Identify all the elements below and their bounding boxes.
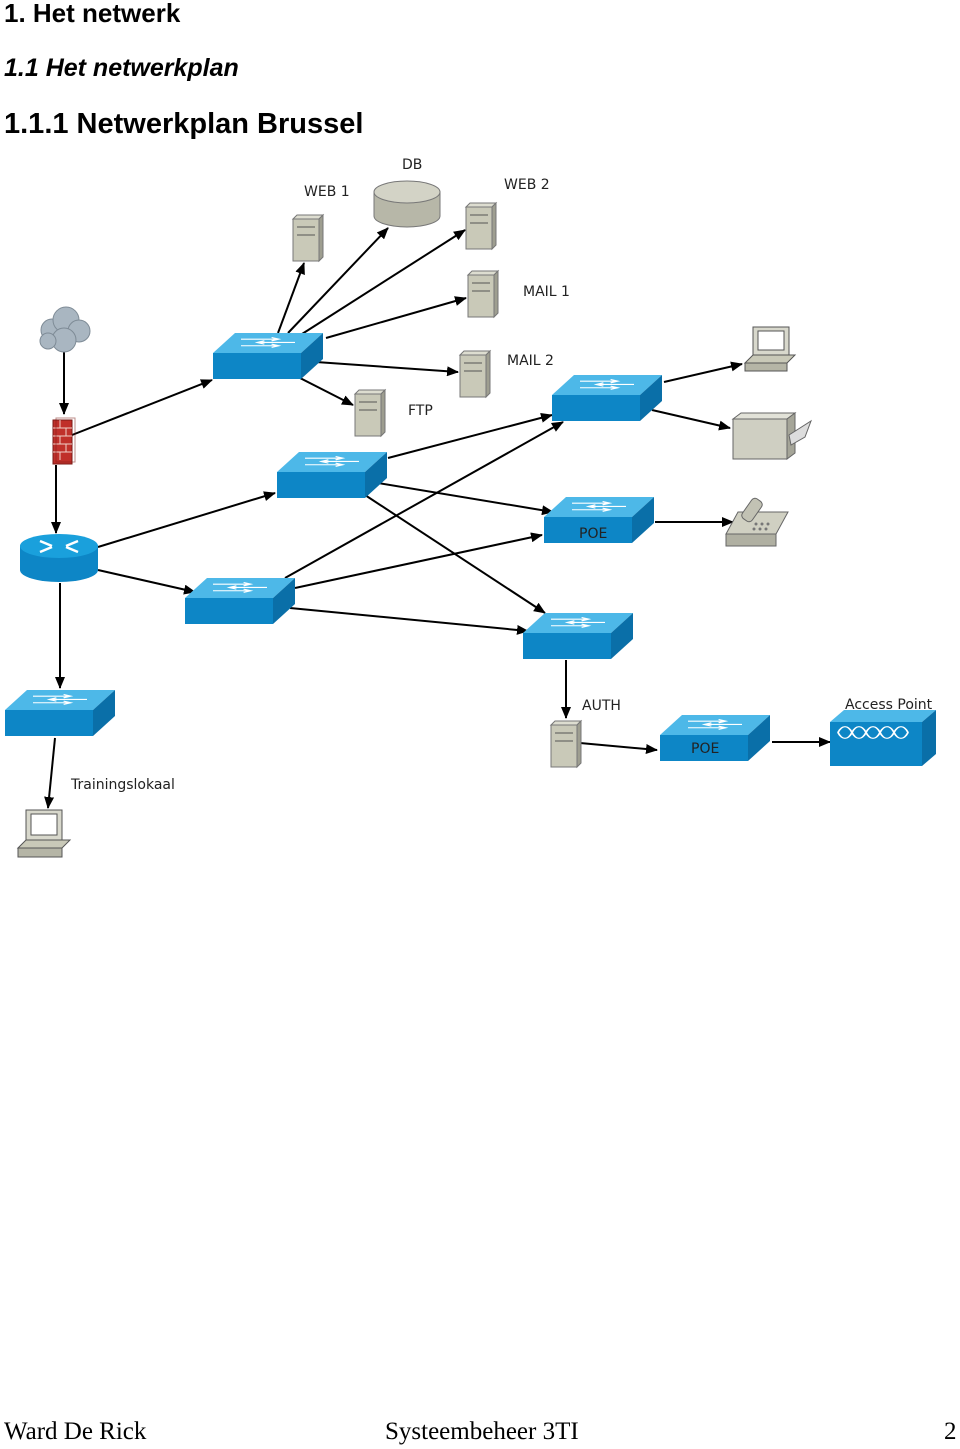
switch-training-icon: [5, 690, 115, 736]
server-mail1-icon: [466, 269, 500, 319]
label-access-point: Access Point: [845, 697, 933, 713]
switch-mid-icon: [277, 452, 387, 498]
label-ftp: FTP: [408, 403, 433, 419]
label-db: DB: [402, 157, 422, 173]
server-ftp-icon: [353, 388, 387, 438]
link-mid-switch-right: [387, 412, 553, 459]
firewall-icon: [52, 417, 76, 465]
printer-icon: [731, 412, 812, 460]
heading-3: 1.1.1 Netwerkplan Brussel: [4, 108, 364, 140]
link-low-switch-poe: [294, 532, 543, 589]
database-icon: [373, 180, 441, 228]
link-low-switch-right: [284, 421, 564, 579]
link-mid-switch-poe: [377, 482, 554, 516]
switch-auth-icon: [523, 613, 633, 659]
connections: [44, 227, 831, 809]
workstation-icon: [743, 326, 797, 372]
switch-poe2-icon: [660, 715, 770, 761]
switch-poe-icon: [544, 497, 654, 543]
footer-page-number: 2: [944, 1418, 957, 1445]
link-switch-web1: [277, 262, 305, 334]
footer-author: Ward De Rick: [4, 1418, 147, 1445]
server-auth-icon: [549, 719, 583, 769]
access-point-icon: [830, 710, 936, 766]
internet-cloud-icon: [39, 306, 91, 353]
network-diagram: WEB 1 DB WEB 2 MAIL 1 MAIL 2 FTP POE POE…: [5, 157, 936, 858]
link-training-switch-pc: [44, 737, 56, 809]
footer-course: Systeembeheer 3TI: [385, 1418, 579, 1445]
label-web1: WEB 1: [304, 184, 350, 200]
link-switch-mail2: [315, 361, 459, 377]
label-mail1: MAIL 1: [523, 284, 570, 300]
link-low-switch-auth-switch: [289, 607, 529, 635]
switch-right-icon: [552, 375, 662, 421]
label-auth: AUTH: [582, 698, 621, 714]
label-poe: POE: [579, 526, 607, 542]
link-router-switch-mid: [97, 491, 276, 548]
link-right-switch-printer: [651, 409, 731, 431]
label-trainingslokaal: Trainingslokaal: [70, 777, 175, 793]
link-switch-web2: [301, 229, 466, 335]
server-web2-icon: [464, 201, 498, 251]
link-switch-mail1: [325, 296, 467, 339]
link-auth-poe2: [579, 742, 658, 754]
router-icon: [20, 534, 98, 582]
ip-phone-icon: [725, 497, 789, 547]
switch-low-icon: [185, 578, 295, 624]
label-web2: WEB 2: [504, 177, 550, 193]
heading-2: 1.1 Het netwerkplan: [4, 54, 239, 82]
training-pc-icon: [16, 809, 72, 858]
link-router-switch-low: [97, 569, 196, 595]
server-mail2-icon: [458, 349, 492, 399]
label-poe-2: POE: [691, 741, 719, 757]
heading-1: 1. Het netwerk: [4, 0, 181, 28]
switch-core-icon: [213, 333, 323, 379]
label-mail2: MAIL 2: [507, 353, 554, 369]
link-firewall-switch-top: [71, 379, 213, 436]
link-right-switch-pc: [663, 361, 743, 383]
link-switch-ftp: [299, 377, 354, 406]
link-switch-db: [287, 227, 389, 334]
server-web1-icon: [291, 213, 325, 263]
